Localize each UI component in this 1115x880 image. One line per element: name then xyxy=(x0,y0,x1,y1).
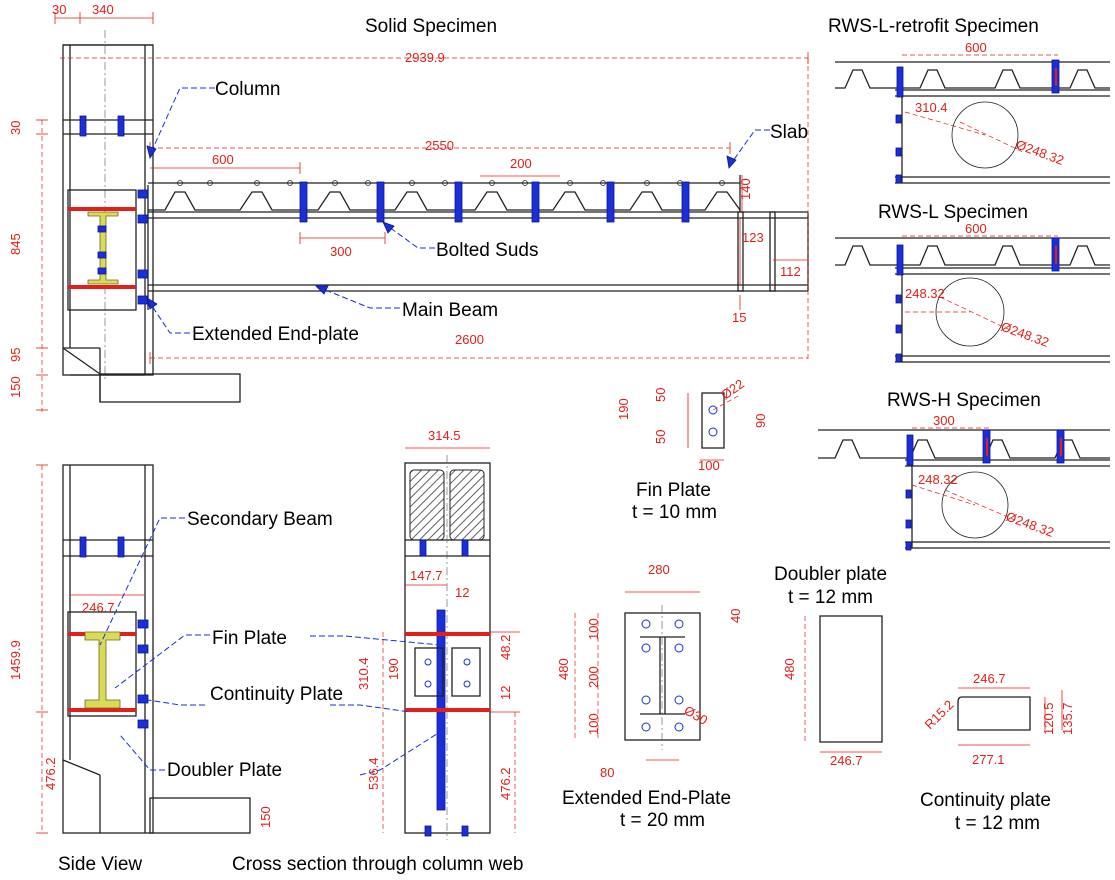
continuity-plate-thickness: t = 12 mm xyxy=(955,813,1040,834)
dim-ep-200: 200 xyxy=(586,666,601,688)
dim-fin-50a: 50 xyxy=(653,388,668,402)
dim-side-1459: 1459.9 xyxy=(8,640,23,680)
end-plate-detail xyxy=(574,591,701,761)
dim-15: 15 xyxy=(732,310,746,325)
label-fin-plate: Fin Plate xyxy=(212,628,287,649)
caption-side-view: Side View xyxy=(58,854,142,875)
dim-cp-135: 135.7 xyxy=(1060,702,1075,735)
continuity-plate-title: Continuity plate xyxy=(920,790,1051,811)
doubler-plate-title: Doubler plate xyxy=(774,564,887,585)
dim-rwsh-300: 300 xyxy=(933,413,955,428)
cross-section xyxy=(310,447,520,840)
dim-140: 140 xyxy=(738,178,753,200)
dim-340: 340 xyxy=(92,2,114,17)
dim-fin-90: 90 xyxy=(753,414,768,428)
title-solid-specimen: Solid Specimen xyxy=(365,16,497,37)
dim-ep-100a: 100 xyxy=(586,618,601,640)
dim-dp-246: 246.7 xyxy=(830,753,863,768)
dim-cs-476: 476.2 xyxy=(498,767,513,800)
dim-cs-310: 310.4 xyxy=(356,657,371,690)
dim-112: 112 xyxy=(780,264,801,279)
dim-123: 123 xyxy=(742,230,764,245)
dim-cs-48: 48.2 xyxy=(498,635,513,660)
doubler-plate-detail xyxy=(804,615,883,753)
dim-rwslr-310: 310.4 xyxy=(915,100,948,115)
title-rws-h: RWS-H Specimen xyxy=(887,390,1041,411)
dim-30-side: 30 xyxy=(8,121,23,135)
dim-cs-12a: 12 xyxy=(455,585,469,600)
dim-2550: 2550 xyxy=(425,138,454,153)
dim-200: 200 xyxy=(510,156,532,171)
label-bolted-studs: Bolted Suds xyxy=(436,240,538,261)
fin-plate-thickness: t = 10 mm xyxy=(632,502,717,523)
rws-h-specimen xyxy=(818,427,1110,551)
dim-ep-100b: 100 xyxy=(586,713,601,735)
solid-specimen xyxy=(36,12,809,412)
label-doubler-plate: Doubler Plate xyxy=(167,760,282,781)
dim-cp-277: 277.1 xyxy=(972,752,1005,767)
dim-rwslr-600: 600 xyxy=(965,40,987,55)
dim-ep-40: 40 xyxy=(728,609,743,623)
fin-plate-detail xyxy=(687,392,741,461)
stud-bolts xyxy=(299,181,690,223)
dim-845: 845 xyxy=(8,233,23,255)
label-secondary-beam: Secondary Beam xyxy=(187,509,333,530)
doubler-plate-thickness: t = 12 mm xyxy=(788,587,873,608)
dim-rwsl-248: 248.32 xyxy=(905,286,945,301)
end-plate-thickness: t = 20 mm xyxy=(620,810,705,831)
dim-95: 95 xyxy=(8,348,23,362)
dim-cs-12b: 12 xyxy=(498,686,513,700)
dim-rwsl-dia: Ø248.32 xyxy=(999,319,1051,350)
dim-fin-dia22: Ø22 xyxy=(718,376,747,402)
dim-2600: 2600 xyxy=(455,332,484,347)
dim-rwsh-248: 248.32 xyxy=(918,472,958,487)
dim-cp-radius: R15.2 xyxy=(922,697,957,732)
dim-rwsl-600: 600 xyxy=(965,221,987,236)
dim-ep-280: 280 xyxy=(648,562,670,577)
caption-cross-section: Cross section through column web xyxy=(232,854,523,875)
title-rws-l: RWS-L Specimen xyxy=(878,202,1028,223)
dim-cs-147: 147.7 xyxy=(410,568,443,583)
label-continuity-plate: Continuity Plate xyxy=(210,684,343,705)
dim-fin-100: 100 xyxy=(698,458,720,473)
end-plate-title: Extended End-Plate xyxy=(562,788,731,809)
dim-150: 150 xyxy=(8,376,23,398)
side-view xyxy=(36,464,251,834)
dim-ep-480: 480 xyxy=(556,658,571,680)
dim-cs-536: 536.4 xyxy=(366,757,381,790)
dim-fin-50b: 50 xyxy=(653,430,668,444)
dim-cp-120: 120.5 xyxy=(1041,702,1056,735)
label-slab: Slab xyxy=(770,122,808,143)
dim-rwsh-dia: Ø248.32 xyxy=(1004,509,1056,540)
dim-side-150: 150 xyxy=(258,806,273,828)
continuity-plate-detail xyxy=(957,687,1063,746)
title-rws-l-retrofit: RWS-L-retrofit Specimen xyxy=(828,16,1039,37)
dim-600: 600 xyxy=(212,152,234,167)
fin-plate-title: Fin Plate xyxy=(636,480,711,501)
dim-fin-190: 190 xyxy=(616,398,631,420)
label-main-beam: Main Beam xyxy=(402,300,498,321)
dim-dp-480: 480 xyxy=(782,658,797,680)
dim-ep-dia30: Ø30 xyxy=(682,703,711,728)
label-column: Column xyxy=(215,79,280,100)
rws-l-retrofit-specimen xyxy=(835,54,1110,184)
dim-cp-246: 246.7 xyxy=(973,671,1006,686)
dim-300: 300 xyxy=(330,244,352,259)
dim-cs-314: 314.5 xyxy=(428,428,461,443)
dim-side-476: 476.2 xyxy=(43,757,58,790)
dim-side-246: 246.7 xyxy=(82,600,115,615)
dim-rwslr-dia: Ø248.32 xyxy=(1014,137,1066,168)
dim-30-top: 30 xyxy=(52,2,66,17)
rws-l-specimen xyxy=(835,235,1110,363)
label-extended-end-plate: Extended End-plate xyxy=(192,324,359,345)
dim-cs-190: 190 xyxy=(386,658,401,680)
dim-ep-80: 80 xyxy=(600,765,614,780)
dim-2939: 2939.9 xyxy=(405,50,445,65)
